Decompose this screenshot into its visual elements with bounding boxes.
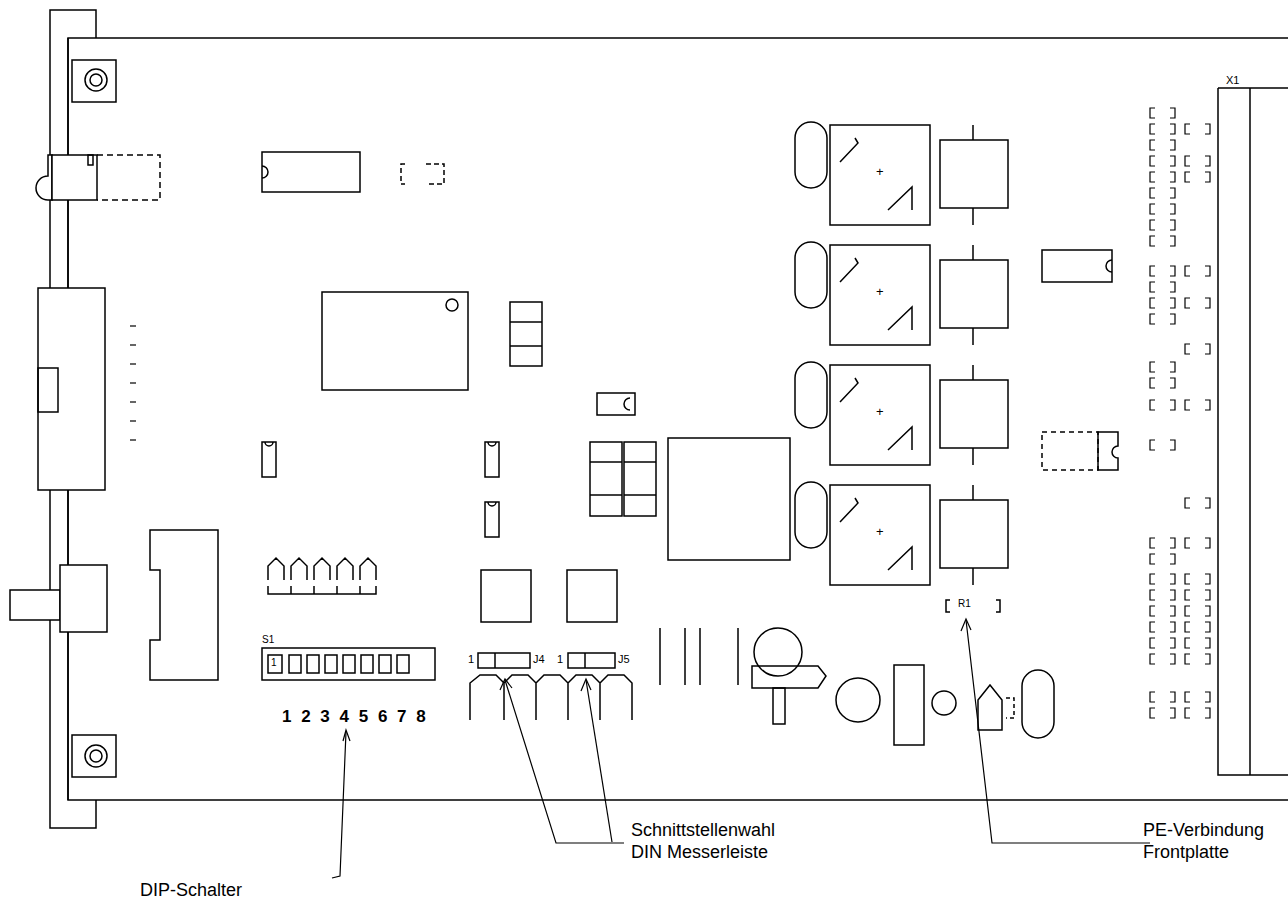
callout-label: DIP-Schalter [140, 880, 242, 902]
polarity-mark: + [876, 524, 884, 540]
callout-label: PE-Verbindung Frontplatte [1143, 820, 1283, 863]
pin-number: 1 [468, 653, 474, 666]
callout-label: Schnittstellenwahl DIN Messerleiste [631, 820, 806, 863]
switch-numbers: 1 2 3 4 5 6 7 8 [282, 707, 428, 727]
pin-number: 1 [557, 653, 563, 666]
polarity-mark: + [876, 284, 884, 300]
jumper-label: J5 [618, 653, 630, 666]
polarity-mark: + [876, 404, 884, 420]
switch-label: S1 [262, 634, 274, 646]
polarity-mark: + [876, 164, 884, 180]
resistor-label: R1 [958, 598, 971, 610]
pin-number: 1 [271, 657, 277, 669]
jumper-label: J4 [533, 653, 545, 666]
connector-label: X1 [1226, 74, 1239, 87]
